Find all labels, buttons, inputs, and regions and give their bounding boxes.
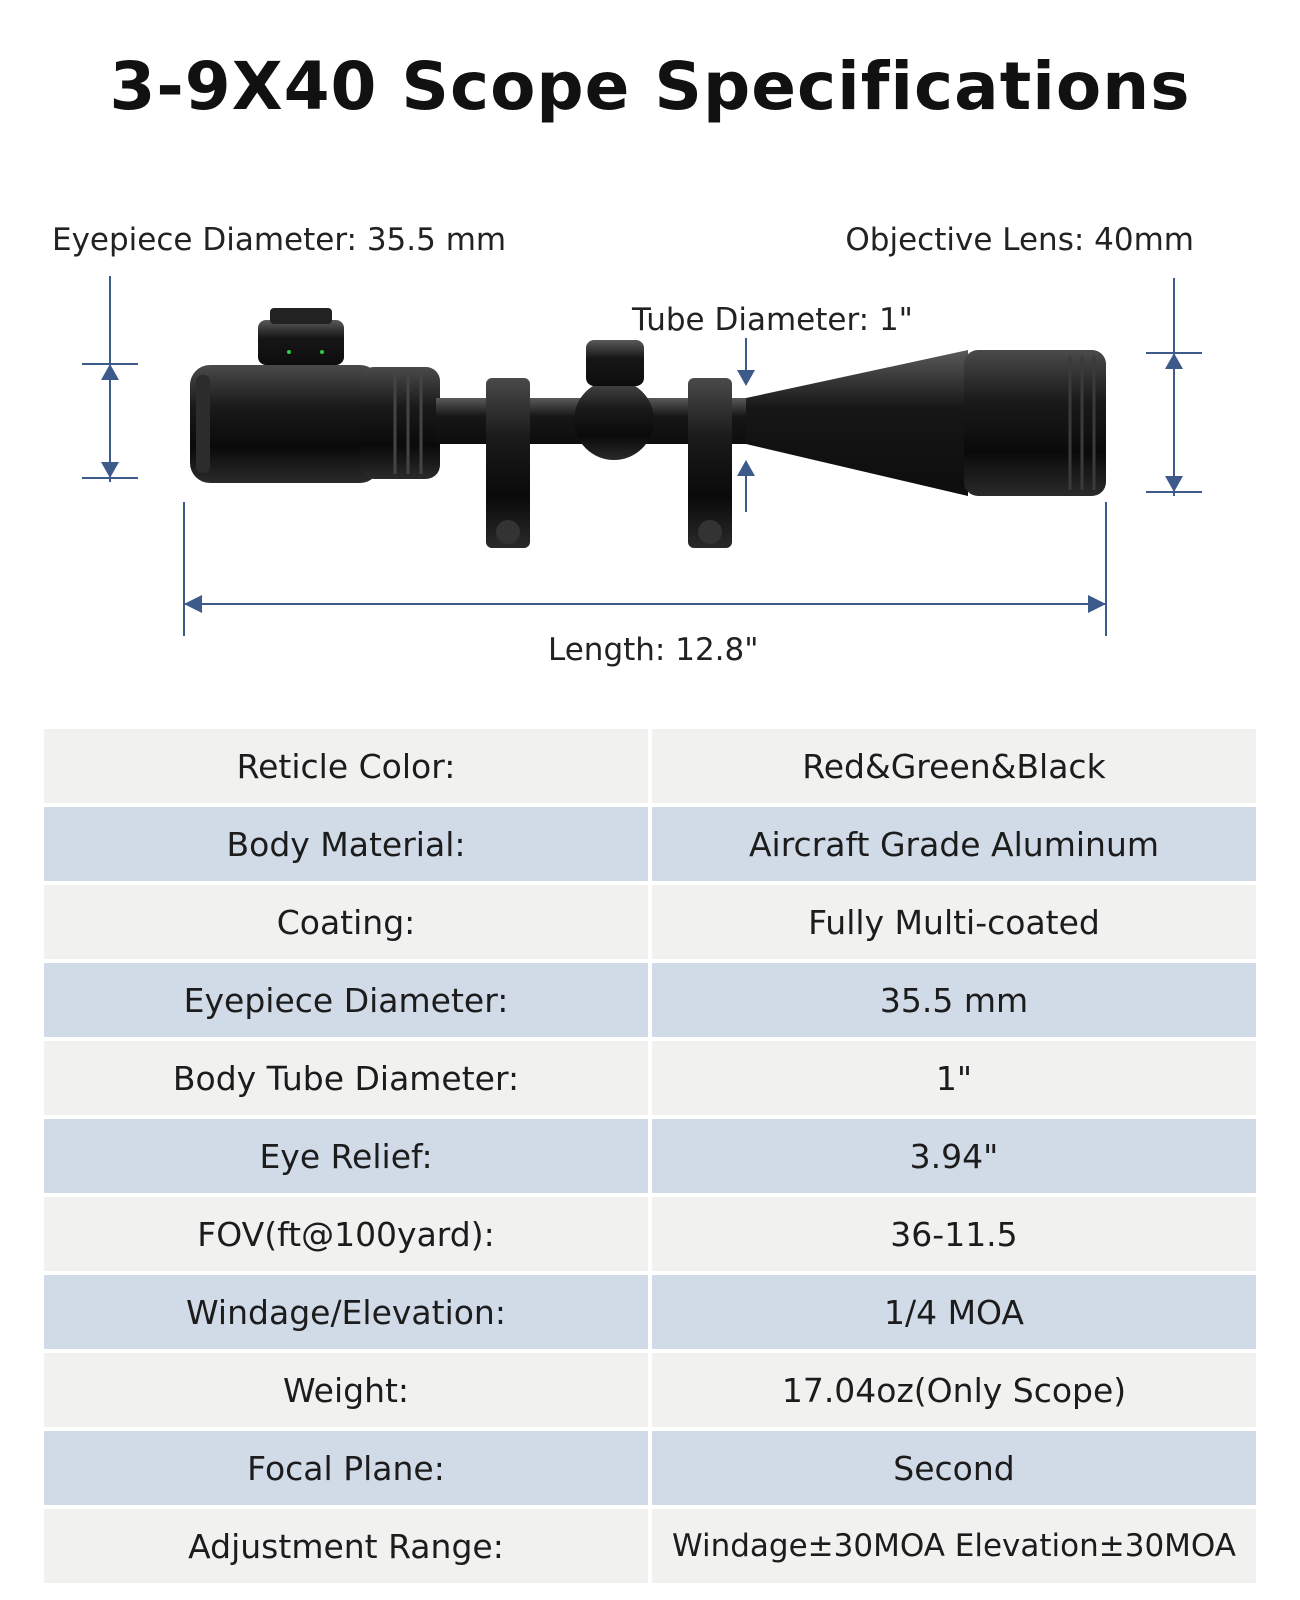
adjustment-turret: [574, 380, 654, 460]
scope-ring-front: [486, 378, 530, 548]
table-row: Coating: Fully Multi-coated: [44, 883, 1256, 963]
table-row: Body Tube Diameter: 1": [44, 1039, 1256, 1119]
spec-label: Body Material:: [44, 805, 652, 885]
spec-value: 1": [650, 1039, 1256, 1119]
specifications-table: Reticle Color: Red&Green&Black Body Mate…: [44, 729, 1256, 1587]
table-row: Body Material: Aircraft Grade Aluminum: [44, 805, 1256, 885]
eyepiece: [190, 365, 380, 483]
spec-value: Fully Multi-coated: [650, 883, 1256, 963]
spec-value: Windage±30MOA Elevation±30MOA: [650, 1507, 1256, 1587]
tube-diameter-label: Tube Diameter: 1": [632, 302, 913, 338]
table-row: FOV(ft@100yard): 36-11.5: [44, 1195, 1256, 1275]
table-row: Eyepiece Diameter: 35.5 mm: [44, 961, 1256, 1041]
spec-label: Coating:: [44, 883, 652, 963]
table-row: Focal Plane: Second: [44, 1429, 1256, 1509]
power-ring: [360, 367, 440, 479]
length-label: Length: 12.8": [548, 632, 759, 668]
spec-value: Red&Green&Black: [650, 729, 1256, 807]
spec-label: Windage/Elevation:: [44, 1273, 652, 1353]
spec-label: Body Tube Diameter:: [44, 1039, 652, 1119]
table-row: Adjustment Range: Windage±30MOA Elevatio…: [44, 1507, 1256, 1587]
objective-bell: [746, 350, 968, 496]
spec-label: Weight:: [44, 1351, 652, 1431]
spec-label: Focal Plane:: [44, 1429, 652, 1509]
scope-ring-rear: [688, 378, 732, 548]
table-row: Weight: 17.04oz(Only Scope): [44, 1351, 1256, 1431]
spec-label: FOV(ft@100yard):: [44, 1195, 652, 1275]
scope-diagram: [82, 276, 1202, 636]
dimension-lines: [82, 276, 1202, 636]
spec-value: 1/4 MOA: [650, 1273, 1256, 1353]
spec-label: Eye Relief:: [44, 1117, 652, 1197]
illumination-turret: [258, 320, 344, 365]
table-row: Eye Relief: 3.94": [44, 1117, 1256, 1197]
spec-label: Reticle Color:: [44, 729, 652, 807]
objective-lens-label: Objective Lens: 40mm: [845, 222, 1194, 258]
spec-value: 17.04oz(Only Scope): [650, 1351, 1256, 1431]
scope-illustration: [190, 308, 1106, 548]
spec-value: Aircraft Grade Aluminum: [650, 805, 1256, 885]
eyepiece-diameter-label: Eyepiece Diameter: 35.5 mm: [52, 222, 507, 258]
spec-label: Eyepiece Diameter:: [44, 961, 652, 1041]
spec-value: 3.94": [650, 1117, 1256, 1197]
spec-label: Adjustment Range:: [44, 1507, 652, 1587]
page-title: 3-9X40 Scope Specifications: [109, 48, 1191, 125]
table-row: Windage/Elevation: 1/4 MOA: [44, 1273, 1256, 1353]
spec-value: Second: [650, 1429, 1256, 1509]
table-row: Reticle Color: Red&Green&Black: [44, 729, 1256, 807]
objective-lens: [964, 350, 1106, 496]
spec-value: 35.5 mm: [650, 961, 1256, 1041]
spec-value: 36-11.5: [650, 1195, 1256, 1275]
